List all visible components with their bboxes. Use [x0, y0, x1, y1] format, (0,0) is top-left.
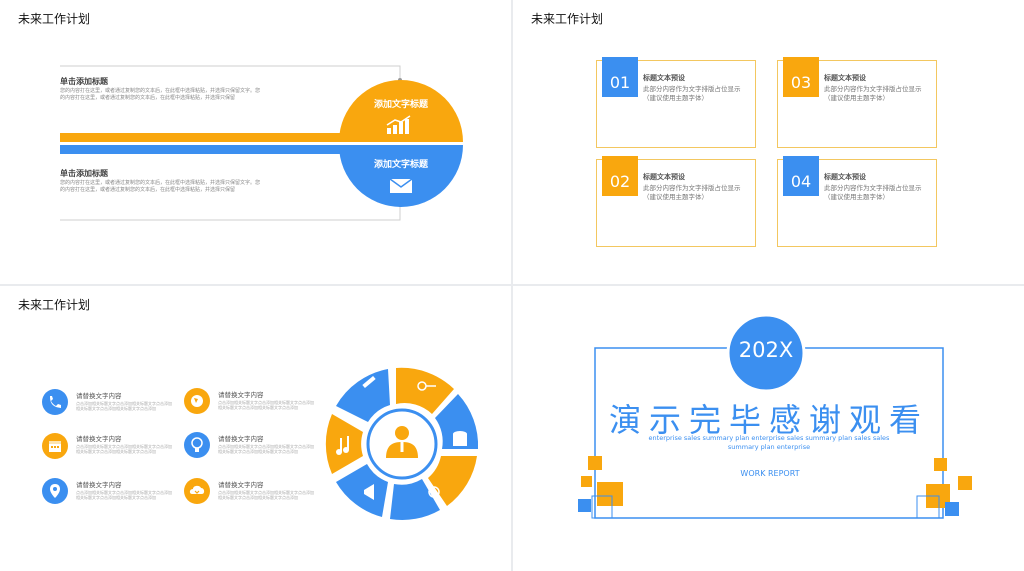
wheel-segment	[396, 367, 454, 414]
wheel-segment	[390, 479, 440, 521]
item-label: 请替换文字内容	[76, 481, 122, 489]
item2-heading: 单击添加标题	[60, 169, 108, 178]
item-label: 请替换文字内容	[76, 392, 122, 400]
wheel-segment	[435, 394, 479, 449]
location-icon	[42, 478, 68, 504]
circle-top-half	[339, 80, 463, 142]
slide1-decor	[60, 65, 463, 221]
slide-2[interactable]: 未来工作计划 01 标题文本预设 此部分内容作为文字排版占位显示（建议使用主题字…	[513, 0, 1024, 284]
card-body: 此部分内容作为文字排版占位显示（建议使用主题字体）	[643, 184, 741, 201]
slide-title: 未来工作计划	[18, 298, 91, 312]
report-label: WORK REPORT	[740, 469, 800, 478]
item-label: 请替换文字内容	[76, 435, 122, 443]
item2-text: 您的内容打在这里，或者通过复制您的文本后，在此框中选择粘贴，并选择只保留文字。您…	[60, 180, 261, 193]
item-text: 点击添加相关标题文字点击添加相关标题文字点击添加相关标题文字点击添加相关标题文字…	[218, 444, 314, 454]
card-number: 04	[783, 156, 819, 196]
item-text: 点击添加相关标题文字点击添加相关标题文字点击添加相关标题文字点击添加相关标题文字…	[218, 400, 314, 410]
deco-square	[578, 499, 591, 512]
chart-icon	[386, 115, 411, 134]
person-icon	[386, 426, 418, 458]
bottom-connector-line	[60, 205, 401, 221]
slide-1[interactable]: 未来工作计划 单击添加标题 您的内容打在这里，或者通过复制您的文本后，在此框中选…	[0, 0, 511, 284]
megaphone-icon	[364, 484, 374, 500]
item-text: 点击添加相关标题文字点击添加相关标题文字点击添加相关标题文字点击添加相关标题文字…	[76, 444, 172, 454]
orange-bar	[60, 133, 350, 142]
key-icon	[417, 381, 436, 391]
plan-card-02[interactable]: 02 标题文本预设 此部分内容作为文字排版占位显示（建议使用主题字体）	[596, 156, 756, 247]
circle-top-label: 添加文字标题	[373, 100, 428, 110]
headline: 演示完毕感谢观看	[608, 401, 929, 439]
year-circle	[726, 313, 806, 393]
globe-icon	[184, 388, 210, 414]
music-icon	[336, 436, 349, 455]
plan-card-04[interactable]: 04 标题文本预设 此部分内容作为文字排版占位显示（建议使用主题字体）	[777, 156, 937, 247]
mail-icon	[389, 178, 413, 193]
deco-square	[958, 476, 972, 490]
year-label: 202X	[738, 338, 794, 362]
card-number: 02	[602, 156, 638, 196]
top-connector-line	[60, 65, 401, 80]
item-text: 点击添加相关标题文字点击添加相关标题文字点击添加相关标题文字点击添加相关标题文字…	[76, 401, 172, 411]
plan-card-03[interactable]: 03 标题文本预设 此部分内容作为文字排版占位显示（建议使用主题字体）	[777, 57, 937, 148]
wheel-segment	[336, 369, 390, 422]
location-segment-icon	[428, 486, 440, 498]
deco-square	[581, 476, 592, 487]
deco-square	[934, 458, 947, 471]
tagline: enterprise sales summary plan enterprise…	[648, 434, 890, 451]
plan-card-01[interactable]: 01 标题文本预设 此部分内容作为文字排版占位显示（建议使用主题字体）	[596, 57, 756, 148]
card-title: 标题文本预设	[643, 173, 685, 181]
item-text: 点击添加相关标题文字点击添加相关标题文字点击添加相关标题文字点击添加相关标题文字…	[76, 490, 172, 500]
wheel-segment	[336, 464, 388, 517]
slide-title: 未来工作计划	[531, 12, 604, 26]
slide-4[interactable]: 202X 演示完毕感谢观看 enterprise sales summary p…	[513, 286, 1024, 571]
deco-square	[916, 495, 940, 519]
wheel-segment	[325, 414, 363, 474]
card-title: 标题文本预设	[643, 74, 685, 82]
card-body: 此部分内容作为文字排版占位显示（建议使用主题字体）	[824, 85, 922, 102]
card-number: 01	[602, 57, 638, 97]
bulb-icon	[184, 432, 210, 458]
slide-title: 未来工作计划	[18, 12, 91, 26]
deco-square	[588, 456, 602, 470]
card-title: 标题文本预设	[824, 74, 866, 82]
item-text: 点击添加相关标题文字点击添加相关标题文字点击添加相关标题文字点击添加相关标题文字…	[218, 490, 314, 500]
circle-bottom-half	[339, 145, 463, 207]
phone-icon	[42, 389, 68, 415]
item1-text: 您的内容打在这里，或者通过复制您的文本后，在此框中选择粘贴，并选择只保留文字。您…	[60, 88, 261, 101]
calendar-icon	[42, 433, 68, 459]
slide-3[interactable]: 未来工作计划 请替换文字内容 点击添加相关标题文字点击添加相关标题文字点击添加相…	[0, 286, 511, 571]
item1-heading: 单击添加标题	[60, 77, 108, 86]
pencil-icon	[362, 375, 376, 389]
card-body: 此部分内容作为文字排版占位显示（建议使用主题字体）	[824, 184, 922, 201]
card-title: 标题文本预设	[824, 173, 866, 181]
item-label: 请替换文字内容	[218, 435, 264, 443]
item-label: 请替换文字内容	[218, 481, 264, 489]
cloud-download-icon	[184, 478, 210, 504]
deco-square	[597, 482, 623, 506]
deco-square	[591, 495, 613, 519]
circle-bottom-label: 添加文字标题	[373, 160, 428, 170]
wheel-segment	[428, 456, 477, 506]
item-label: 请替换文字内容	[218, 391, 264, 399]
blue-bar	[60, 145, 350, 154]
card-body: 此部分内容作为文字排版占位显示（建议使用主题字体）	[643, 85, 741, 102]
slide4-frame	[578, 313, 972, 519]
card-number: 03	[783, 57, 819, 97]
database-icon	[453, 431, 467, 446]
segmented-wheel	[325, 367, 479, 521]
deco-square	[945, 502, 959, 516]
